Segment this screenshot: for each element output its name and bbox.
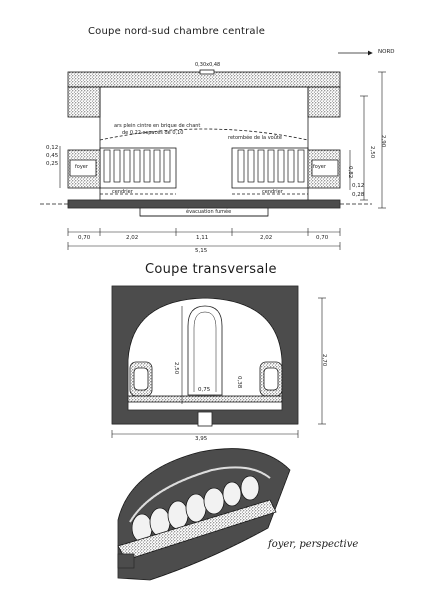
- dim-right-small-2: 0,12: [352, 183, 365, 189]
- section-nord-sud: [40, 50, 386, 250]
- transversal-channel: [197, 411, 213, 427]
- dim-left-small-2: 0,45: [46, 153, 59, 159]
- caption-foyer-perspective: foyer, perspective: [268, 539, 359, 550]
- perspective-brick-arches: [131, 475, 260, 543]
- section-perspective: [117, 448, 291, 581]
- label-cendrier-right: cendrier: [262, 189, 283, 195]
- dim-height-total: 2,70: [321, 354, 327, 367]
- label-arc-note-1: ars plein cintre en brique de chant: [114, 123, 201, 129]
- right-upper-wall: [307, 86, 341, 118]
- dim-base-width: 3,95: [195, 436, 208, 442]
- title-coupe-nord-sud: Coupe nord-sud chambre centrale: [88, 26, 266, 37]
- dim-right-inner: 2,50: [369, 146, 375, 159]
- left-brick-arches: [103, 149, 171, 183]
- floor-slab: [67, 199, 341, 209]
- dim-center-width: 0,75: [198, 387, 211, 393]
- right-arch-group: [231, 147, 309, 189]
- left-arch-group: [99, 147, 177, 189]
- nord-sud-dimension-lines: [59, 71, 386, 250]
- dim-bottom-1: 0,70: [78, 235, 91, 241]
- label-foyer-right: foyer: [313, 164, 326, 170]
- label-cendrier-left: cendrier: [112, 189, 133, 195]
- dim-bottom-2: 2,02: [126, 235, 139, 241]
- dim-left-small-1: 0,12: [46, 145, 59, 151]
- label-vault-note: retombée de la voûte: [228, 135, 282, 141]
- dim-bottom-4: 2,02: [260, 235, 273, 241]
- chimney-opening: [199, 69, 215, 75]
- central-chamber: [99, 86, 309, 206]
- north-label: NORD: [378, 49, 395, 55]
- label-foyer-left: foyer: [75, 164, 88, 170]
- dim-bottom-3: 1,11: [196, 235, 209, 241]
- dim-total-width: 5,15: [195, 248, 208, 254]
- label-arc-note-2: de 0,22 espacés de 0,10: [122, 130, 184, 136]
- left-upper-wall: [67, 86, 101, 118]
- dim-right-outer: 2,90: [380, 135, 386, 148]
- dim-right-small-1: 0,82: [347, 166, 353, 179]
- central-arch: [187, 305, 223, 396]
- vault-springing-line: [99, 128, 309, 141]
- label-top-dim: 0,30x0,48: [195, 62, 221, 68]
- right-brick-arches: [237, 149, 305, 183]
- dim-side-small: 0,38: [236, 376, 242, 389]
- title-coupe-transversale: Coupe transversale: [145, 262, 277, 277]
- transversal-dimension-lines: [111, 297, 326, 438]
- dim-height-center: 2,50: [173, 362, 179, 375]
- label-evacuation: évacuation fumée: [186, 209, 232, 215]
- dim-right-small-3: 0,28: [352, 192, 365, 198]
- dim-left-small-3: 0,25: [46, 161, 59, 167]
- dim-bottom-5: 0,70: [316, 235, 329, 241]
- section-transversale: [111, 285, 326, 438]
